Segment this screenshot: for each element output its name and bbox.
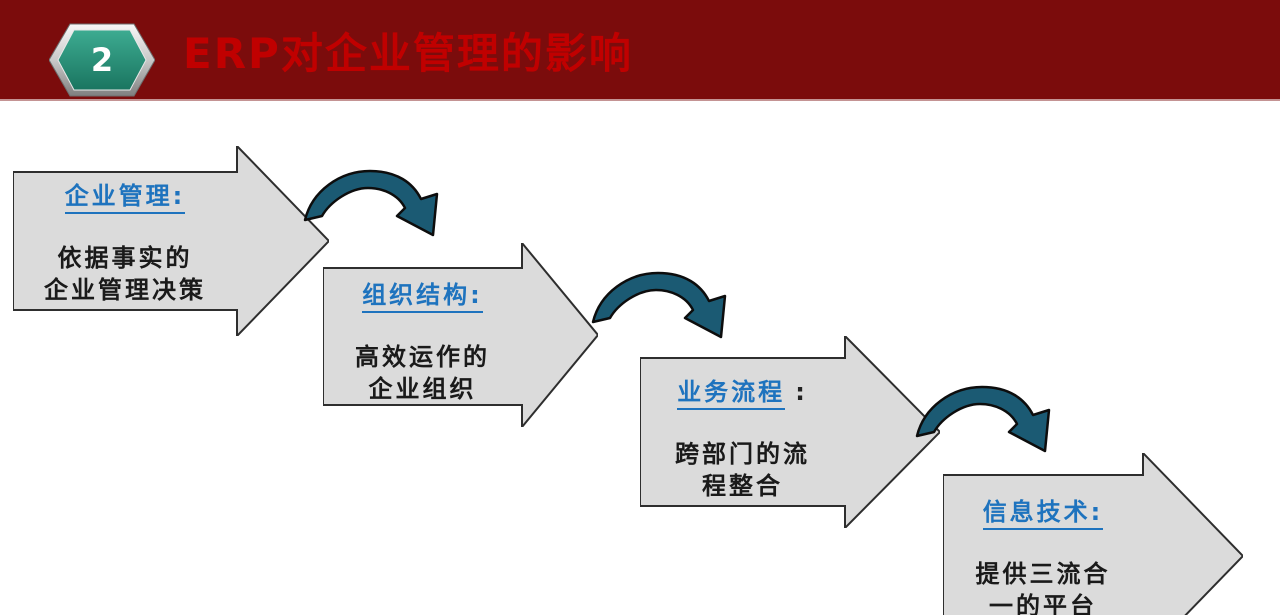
step-3-text: 业务流程: 跨部门的流 程整合 bbox=[640, 377, 845, 502]
step-2-title: 组织结构: bbox=[323, 280, 522, 313]
step-3-title: 业务流程: bbox=[640, 377, 845, 410]
curved-arrow-icon bbox=[591, 271, 727, 339]
step-arrow-shape-4 bbox=[943, 453, 1243, 615]
step-arrow-shape-1 bbox=[13, 146, 329, 336]
step-3-description: 跨部门的流 程整合 bbox=[675, 440, 810, 500]
step-4-text: 信息技术: 提供三流合 一的平台 bbox=[943, 497, 1143, 615]
hexagon-face bbox=[57, 29, 147, 91]
header-bar: 2 ERP对企业管理的影响 bbox=[0, 0, 1280, 101]
hexagon-badge: 2 bbox=[49, 23, 155, 97]
step-2-description: 高效运作的 企业组织 bbox=[355, 343, 490, 403]
step-arrow-shape-3 bbox=[640, 336, 940, 528]
step-arrow-shape-2 bbox=[323, 243, 598, 427]
step-4-description: 提供三流合 一的平台 bbox=[975, 560, 1111, 615]
step-1-title: 企业管理: bbox=[13, 181, 237, 214]
step-4-title: 信息技术: bbox=[943, 497, 1143, 530]
badge-number: 2 bbox=[91, 41, 113, 79]
curved-arrow-icon bbox=[915, 385, 1051, 453]
curved-arrow-icon bbox=[303, 169, 439, 237]
step-1-text: 企业管理: 依据事实的 企业管理决策 bbox=[13, 181, 237, 306]
step-1-description: 依据事实的 企业管理决策 bbox=[44, 244, 206, 304]
step-2-text: 组织结构: 高效运作的 企业组织 bbox=[323, 280, 522, 405]
slide-title: ERP对企业管理的影响 bbox=[183, 29, 633, 78]
